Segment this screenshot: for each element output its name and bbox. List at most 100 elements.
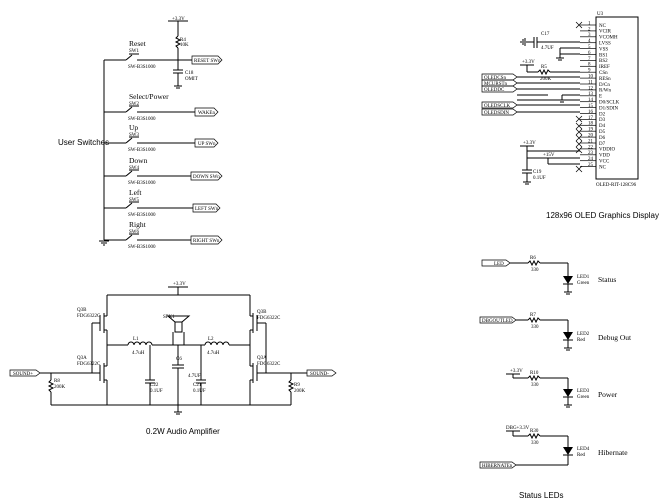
switch-label: Left: [129, 188, 142, 197]
sound-minus-port: [306, 369, 337, 377]
svg-text:Green: Green: [577, 395, 590, 400]
switch-row-left: Left SW5 SW-B3S1000 LEFT SWn: [104, 188, 221, 218]
c18-value: OMIT: [185, 77, 198, 82]
oled-net-SCLK: OLEDSCLK: [481, 101, 580, 109]
status-leds-caption: Status LEDs: [519, 491, 563, 500]
user-switches-section: User Switches +3.3V R4 10K C18 OMIT Rese…: [58, 17, 223, 250]
oled-pin-number: 20: [588, 134, 594, 139]
oled-pin-number: 2: [588, 27, 591, 32]
oled-net-SDIN: OLEDSDIN: [481, 108, 580, 116]
oled-pin-number: 4: [588, 39, 591, 44]
oled-pin-number: 10: [588, 75, 594, 80]
oled-pin-name: BS1: [599, 53, 608, 58]
l2-ref: L2: [208, 337, 214, 342]
c22-value: 0.1UF: [150, 389, 163, 394]
c18-ref: C18: [185, 71, 194, 76]
l1-inductor: [127, 341, 153, 346]
oled-pin-name: R/Wn: [599, 89, 611, 94]
oled-pin-name: D0/SCLK: [599, 101, 620, 106]
net-port: [190, 171, 223, 181]
r5-value: 200K: [540, 77, 552, 82]
oled-rail2-label: +15V: [543, 153, 555, 158]
oled-pin-number: 18: [588, 122, 594, 127]
sound-minus-label: SOUND-: [310, 372, 329, 377]
switch-ref: SW4: [129, 166, 140, 171]
switch-row-down: Down SW4 SW-B3S1000 DOWN SWn: [104, 156, 223, 186]
switch-ref: SW1: [129, 49, 140, 54]
l2-inductor: [204, 341, 230, 346]
oled-pin-number: 9: [588, 69, 591, 74]
oled-pin-name: VDDIO: [599, 148, 615, 153]
r8-ref: R8: [54, 379, 60, 384]
oled-pin-number: 21: [588, 139, 594, 144]
c6-ref: C6: [176, 357, 182, 362]
net-label: RIGHT SWn: [193, 239, 220, 244]
switch-row-up: Up SW3 SW-B3S1000 UP SWn: [104, 123, 219, 153]
switch-label: Right: [129, 220, 147, 229]
power-rail-label: +3.3V: [172, 17, 185, 22]
svg-text:MCURSTn: MCURSTn: [484, 82, 508, 87]
oled-rail-label: +3.3V: [522, 60, 535, 65]
led-power: +3.3V R10 330 LED3 Green Power: [506, 369, 618, 408]
oled-pin-number: 17: [588, 116, 594, 121]
oled-pin-number: 25: [588, 163, 594, 168]
svg-text:R30: R30: [530, 429, 539, 434]
svg-text:R10: R10: [530, 371, 539, 376]
oled-pin-number: 15: [588, 104, 594, 109]
oled-pin-number: 8: [588, 63, 591, 68]
sound-plus-label: SOUND+: [13, 372, 33, 377]
led-hibernate: DBG+3.3V R30 330 HIBERNATEn LED4 Red Hib…: [479, 426, 628, 469]
switch-part: SW-B3S1000: [128, 65, 156, 70]
oled-pin-name: NC: [599, 24, 607, 29]
speaker-icon: [174, 321, 183, 333]
ground-symbol: [99, 240, 109, 246]
c17-ref: C17: [541, 32, 550, 37]
svg-text:HIBERNATEn: HIBERNATEn: [482, 464, 513, 469]
oled-pin-name: RESn: [599, 77, 611, 82]
oled-pin-number: 11: [588, 80, 593, 85]
r9-ref: R9: [294, 383, 300, 388]
led-status: LED R6 330 LED1 Green Status: [481, 256, 616, 295]
oled-pin-name: VCOMH: [599, 36, 618, 41]
r9-value: 200K: [294, 389, 306, 394]
svg-text:Q3B: Q3B: [257, 310, 267, 315]
switch-ref: SW6: [129, 230, 140, 235]
oled-pin-number: 22: [588, 145, 594, 150]
switch-part: SW-B3S1000: [128, 245, 156, 250]
c21-value: 0.1UF: [193, 389, 206, 394]
net-port: [194, 138, 219, 148]
q3b-left: Q3B FDG6322C: [77, 308, 108, 345]
oled-pin-number: 24: [588, 157, 594, 162]
net-label: WAKEn: [198, 111, 215, 116]
net-label: RESET SWn: [194, 59, 221, 64]
oled-connector-body: [595, 16, 639, 180]
svg-text:OLEDDC: OLEDDC: [484, 88, 505, 93]
led-label-status: Status: [598, 275, 616, 284]
r4-resistor: [174, 35, 182, 49]
switch-label: Up: [129, 123, 138, 132]
led-label-power: Power: [598, 390, 618, 399]
oled-pin-name: BS2: [599, 59, 608, 64]
status-leds-section: LED R6 330 LED1 Green Status DBGOUTLED R…: [479, 256, 632, 500]
svg-text:OLEDSCLK: OLEDSCLK: [484, 104, 511, 109]
switch-ref: SW5: [129, 198, 140, 203]
c21-ref: C21: [193, 383, 202, 388]
oled-pin-number: 1: [588, 21, 591, 26]
q3b-right: Q3B FDG6322C: [249, 310, 281, 345]
no-connect-marks: [575, 21, 583, 173]
oled-pin-name: D7: [599, 142, 606, 147]
oled-pin-number: 7: [588, 57, 591, 62]
svg-text:R6: R6: [530, 256, 536, 261]
oled-pin-name: IREF: [599, 65, 610, 70]
oled-pin-name: D/Cn: [599, 83, 610, 88]
net-port: [191, 55, 223, 65]
svg-text:FDG6322C: FDG6322C: [257, 316, 281, 321]
svg-text:Red: Red: [577, 453, 586, 458]
svg-text:330: 330: [531, 383, 539, 388]
r4-ref: R4: [180, 38, 186, 43]
svg-text:FDG6322C: FDG6322C: [77, 362, 101, 367]
svg-text:DBG+3.3V: DBG+3.3V: [506, 426, 530, 431]
